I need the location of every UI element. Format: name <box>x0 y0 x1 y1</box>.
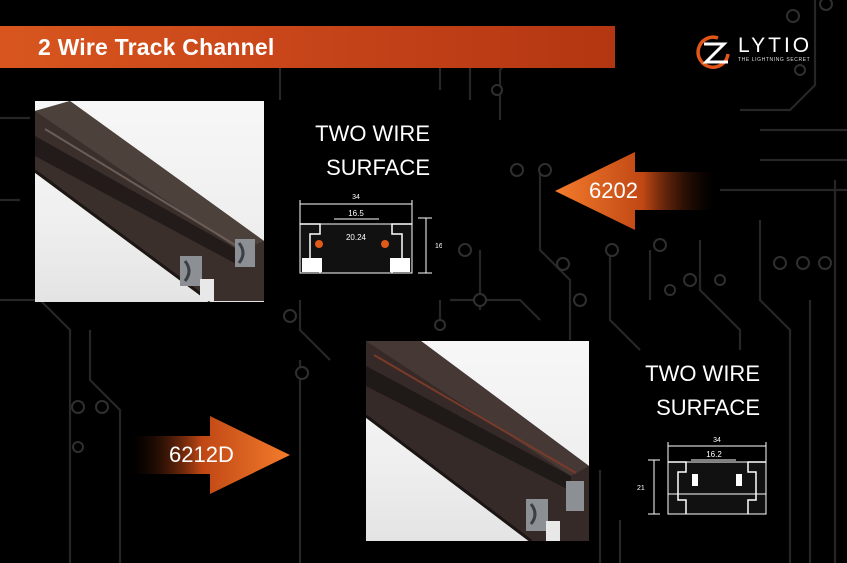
product-photo-6202 <box>35 101 264 302</box>
dimension-width: 34 <box>713 437 721 444</box>
dimension-inner: 16.2 <box>706 450 722 459</box>
page-title: 2 Wire Track Channel <box>38 34 275 60</box>
dimension-width: 34 <box>352 194 360 201</box>
track-rail-image <box>35 101 264 302</box>
label-two-wire-surface-top: TWO WIRE SURFACE <box>290 117 430 185</box>
label-line1: TWO WIRE <box>315 121 430 146</box>
cross-section-drawing-6212d: 34 16.2 21 <box>636 434 771 516</box>
label-line2: SURFACE <box>656 395 760 420</box>
cross-section-drawing-6202: 34 16.5 20.24 16 <box>292 188 443 280</box>
product-photo-6212d <box>366 341 589 541</box>
logo-tagline: THE LIGHTNING SECRET <box>738 57 811 63</box>
label-line1: TWO WIRE <box>645 361 760 386</box>
dimension-height: 16 <box>435 243 442 250</box>
track-rail-image <box>366 341 589 541</box>
logo-mark-icon <box>696 35 730 69</box>
arrow-right-icon <box>130 416 290 494</box>
label-line2: SURFACE <box>326 155 430 180</box>
brand-logo: LYTIO THE LIGHTNING SECRET <box>688 30 813 70</box>
label-two-wire-surface-bottom: TWO WIRE SURFACE <box>620 357 760 425</box>
arrow-left-icon <box>555 152 715 230</box>
dimension-height: 21 <box>637 485 645 492</box>
product-code-6202: 6202 <box>589 178 638 203</box>
dimension-channel: 20.24 <box>346 233 367 242</box>
header-bar: 2 Wire Track Channel <box>0 26 615 68</box>
logo-wordmark: LYTIO <box>738 34 813 57</box>
dimension-inner: 16.5 <box>348 209 364 218</box>
product-code-6212d: 6212D <box>169 442 234 467</box>
